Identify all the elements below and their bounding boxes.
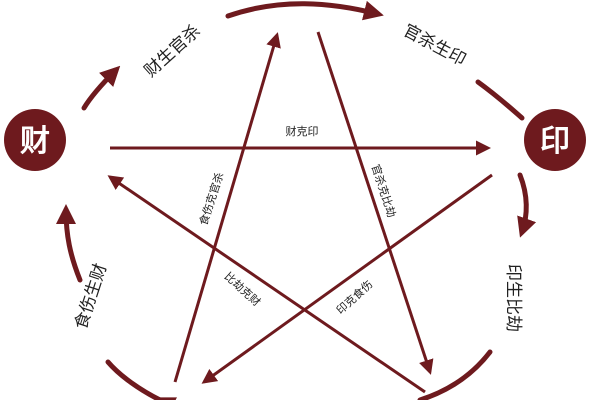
cycle-arc-bottom-left <box>105 359 177 400</box>
arrow-yin-ke-shishang <box>201 173 493 384</box>
arrow-bijie-ke-cai <box>107 175 426 394</box>
label-guansha-ke-bijie: 官杀克比劫 <box>369 162 399 219</box>
node-yin-label: 印 <box>540 124 570 159</box>
label-cai-ke-yin: 财克印 <box>286 124 319 138</box>
arrow-guansha-ke-bijie <box>316 31 434 375</box>
cycle-arc-right-upper <box>475 79 525 121</box>
cycle-arc-bottom-right <box>417 349 493 400</box>
node-cai-label: 财 <box>20 124 50 159</box>
cycle-label-top-left: 财生官杀 <box>141 21 205 81</box>
node-yin: 印 <box>524 109 586 171</box>
label-bijie-ke-cai: 比劫克财 <box>222 269 264 309</box>
cycle-label-right: 印生比劫 <box>503 264 523 332</box>
cycle-label-top-right: 官杀生印 <box>400 21 469 71</box>
node-yin-circle <box>524 109 586 171</box>
cycle-arc-top <box>225 0 384 21</box>
arrow-shishang-ke-guansha <box>173 32 281 383</box>
cycle-arc-right-lower <box>517 172 537 238</box>
cycle-arc-left-upper <box>81 65 121 111</box>
node-cai: 财 <box>4 109 66 171</box>
node-cai-circle <box>4 109 66 171</box>
cycle-arc-left-lower <box>56 204 83 283</box>
